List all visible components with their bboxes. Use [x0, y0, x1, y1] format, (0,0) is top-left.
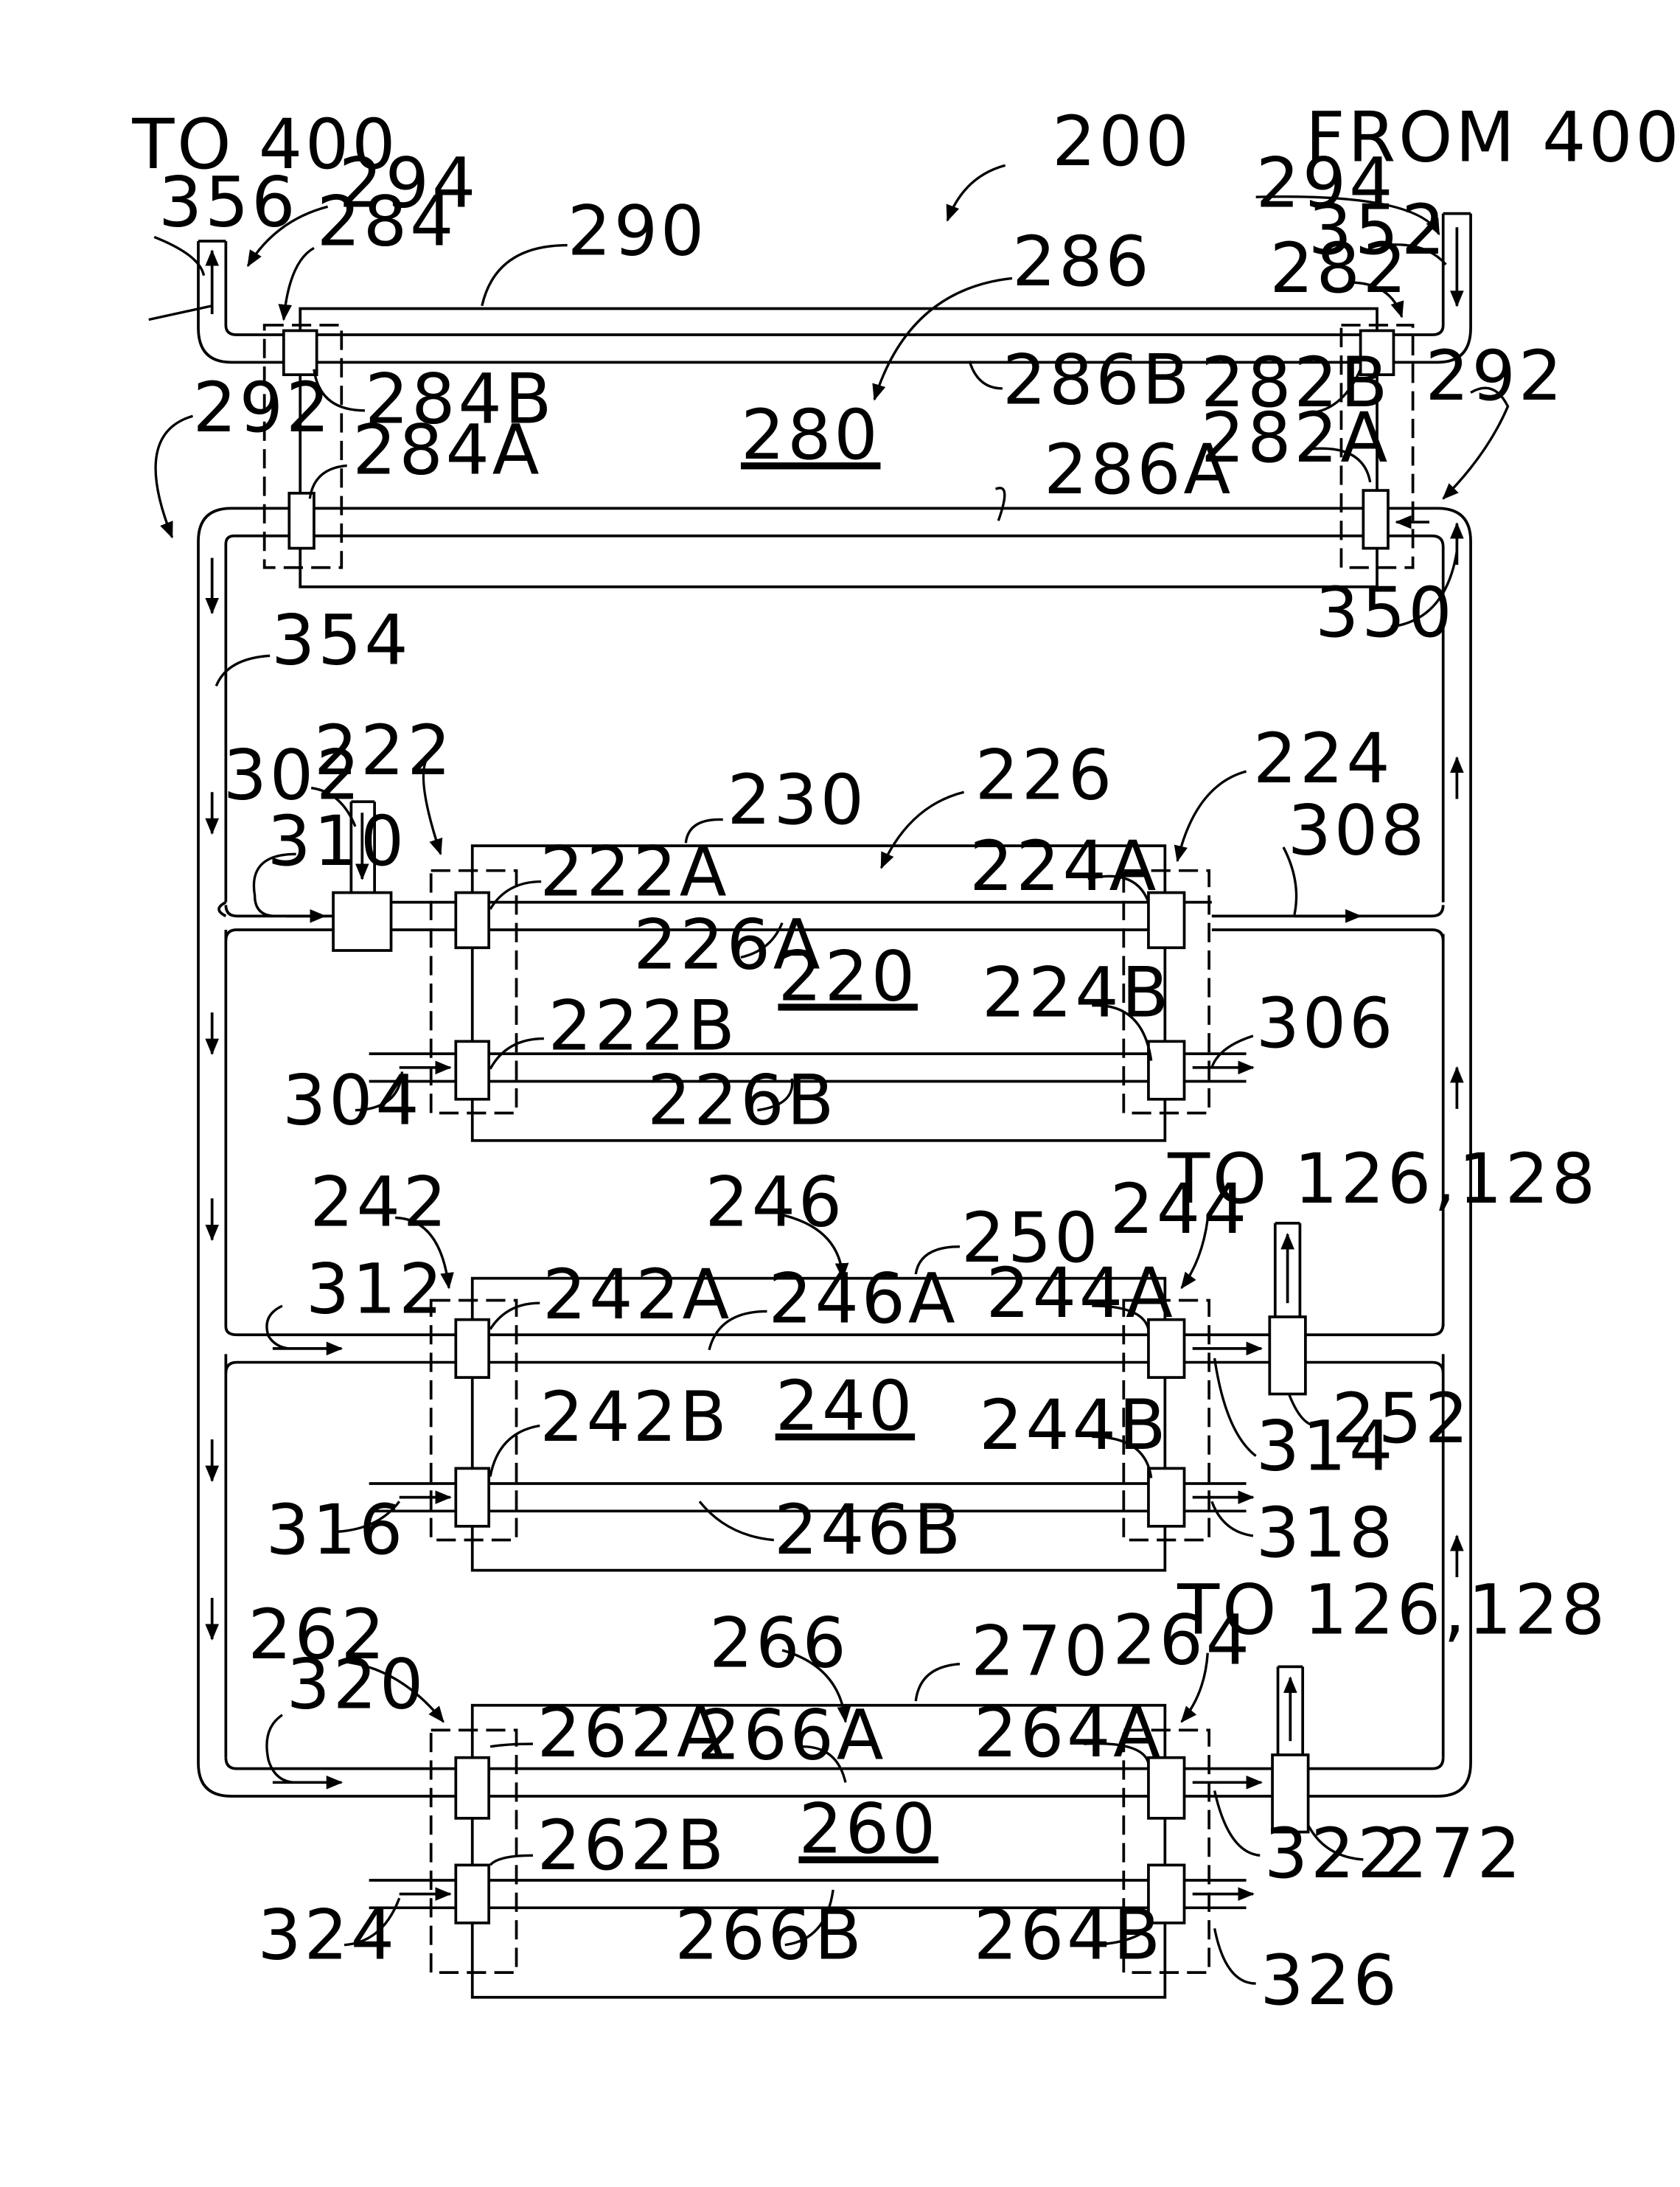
ref-264B: 264B — [974, 1895, 1163, 1975]
port-244B — [1149, 1468, 1185, 1526]
ref-272: 272 — [1384, 1814, 1523, 1894]
ref-266A: 266A — [697, 1696, 886, 1776]
port-282A — [1363, 490, 1388, 548]
ref-230: 230 — [727, 760, 866, 841]
ref-314: 314 — [1256, 1406, 1395, 1487]
ref-292-left: 292 — [193, 368, 332, 448]
ref-244B: 244B — [979, 1385, 1168, 1466]
ref-356: 356 — [158, 162, 298, 243]
ref-222B: 222B — [548, 987, 737, 1067]
junction-252 — [1269, 1317, 1306, 1394]
ref-286B: 286B — [1003, 340, 1192, 420]
ref-284A: 284A — [352, 411, 542, 491]
ref-320: 320 — [287, 1644, 426, 1725]
ref-246: 246 — [705, 1163, 844, 1243]
ref-242B: 242B — [540, 1377, 729, 1458]
ref-242: 242 — [310, 1163, 449, 1243]
ref-354: 354 — [271, 600, 411, 681]
ref-224B: 224B — [982, 953, 1171, 1034]
ref-326: 326 — [1260, 1941, 1399, 2021]
port-222A — [456, 893, 489, 948]
module-220-label: 220 — [778, 936, 917, 1017]
ref-266: 266 — [709, 1603, 848, 1683]
ref-324: 324 — [257, 1895, 397, 1975]
port-262A — [456, 1758, 489, 1818]
port-224B — [1149, 1041, 1185, 1099]
module-240-label: 240 — [775, 1366, 915, 1447]
ref-200: 200 — [1052, 102, 1191, 182]
ref-246B: 246B — [774, 1490, 963, 1571]
ref-318: 318 — [1256, 1493, 1395, 1574]
port-284A — [289, 493, 314, 549]
ref-264A: 264A — [974, 1693, 1163, 1773]
port-242A — [456, 1320, 489, 1377]
outlet-272 — [1278, 1666, 1303, 1755]
ref-286: 286 — [1012, 222, 1151, 302]
module-280-label: 280 — [741, 395, 880, 476]
ref-246A: 246A — [768, 1259, 958, 1339]
ref-242A: 242A — [543, 1255, 732, 1335]
outlet-252 — [1275, 1223, 1300, 1317]
ref-224A: 224A — [969, 827, 1159, 907]
pipe-286A — [314, 508, 1363, 535]
ref-308: 308 — [1288, 790, 1427, 871]
ref-264: 264 — [1112, 1601, 1252, 1681]
ref-284: 284 — [317, 182, 456, 262]
ref-244: 244 — [1110, 1169, 1249, 1250]
ref-224: 224 — [1253, 719, 1393, 799]
ref-282: 282 — [1269, 229, 1409, 309]
port-222B — [456, 1041, 489, 1099]
module-260-label: 260 — [798, 1790, 938, 1870]
ref-316: 316 — [266, 1490, 405, 1571]
ref-222A: 222A — [540, 832, 729, 912]
pipe-356 — [198, 241, 284, 362]
port-262B — [456, 1865, 489, 1922]
ref-322: 322 — [1264, 1814, 1404, 1894]
ref-282A: 282A — [1201, 398, 1390, 479]
labels: TO 400 FROM 400 200 356 294 284 290 286 … — [131, 98, 1680, 2021]
ref-304: 304 — [282, 1060, 422, 1141]
ref-270: 270 — [971, 1612, 1110, 1692]
ref-312: 312 — [306, 1249, 445, 1329]
ref-262B: 262B — [537, 1806, 727, 1886]
ref-290: 290 — [568, 192, 707, 272]
ref-226: 226 — [975, 736, 1115, 816]
ref-292-right: 292 — [1425, 336, 1564, 417]
ref-244A: 244A — [986, 1254, 1176, 1334]
ref-222: 222 — [314, 711, 453, 791]
ref-350: 350 — [1315, 573, 1454, 653]
ref-306: 306 — [1256, 984, 1395, 1064]
ref-310: 310 — [267, 802, 406, 882]
ref-226B: 226B — [647, 1060, 837, 1141]
junction-302 — [333, 893, 391, 950]
ref-266B: 266B — [675, 1895, 864, 1975]
port-242B — [456, 1468, 489, 1526]
